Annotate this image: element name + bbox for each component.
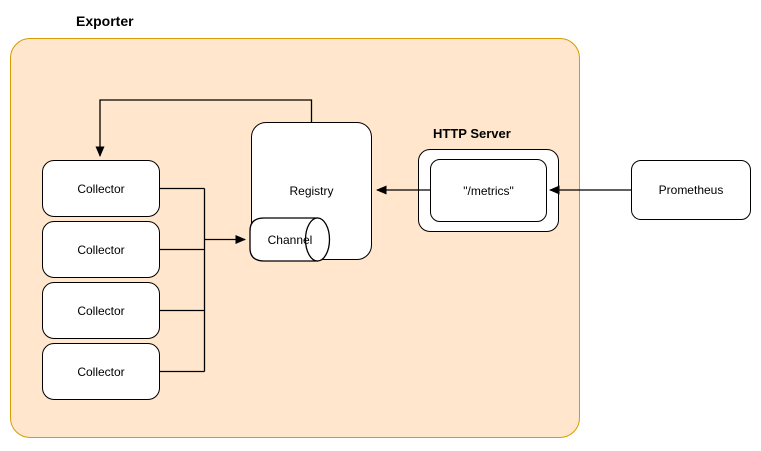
collector-label: Collector: [77, 364, 125, 379]
collector-node-3: Collector: [42, 282, 160, 339]
prometheus-node: Prometheus: [631, 160, 751, 220]
prometheus-label: Prometheus: [658, 183, 724, 197]
collector-node-1: Collector: [42, 160, 160, 217]
collector-label: Collector: [77, 303, 125, 318]
http-server-node: "/metrics": [418, 149, 559, 232]
registry-label: Registry: [289, 184, 334, 198]
collector-node-4: Collector: [42, 343, 160, 400]
collector-node-2: Collector: [42, 221, 160, 278]
exporter-group-label: Exporter: [76, 13, 134, 29]
http-server-label: HTTP Server: [433, 126, 511, 141]
metrics-endpoint-label: "/metrics": [463, 183, 514, 198]
collector-label: Collector: [77, 181, 125, 196]
channel-label: Channel: [250, 218, 330, 261]
metrics-endpoint-node: "/metrics": [430, 159, 547, 222]
collector-label: Collector: [77, 242, 125, 257]
channel-label-text: Channel: [267, 232, 313, 247]
